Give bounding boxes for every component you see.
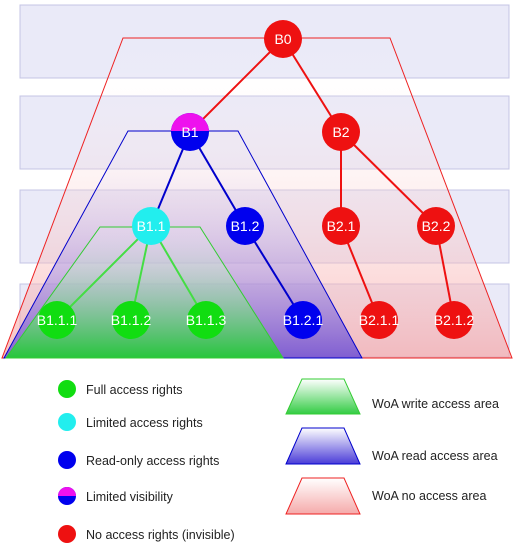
- legend-nodes: Full access rights Limited access rights…: [58, 380, 235, 543]
- node-label: B2.1: [327, 218, 356, 234]
- node-b2-1: B2.1: [322, 207, 360, 245]
- edge-b1-1-b1-1-1: [56, 225, 152, 321]
- node-label: B2.1.1: [359, 312, 400, 328]
- node-label: B1.1: [137, 218, 166, 234]
- node-b1: B1: [171, 113, 209, 151]
- woa-write-swatch: [285, 378, 361, 415]
- edge-b0-b1: [189, 38, 284, 133]
- node-b2: B2: [322, 113, 360, 151]
- node-b2-1-1: B2.1.1: [359, 301, 400, 339]
- legend-label: WoA write access area: [372, 397, 499, 411]
- legend-item-woa-write: WoA write access area: [285, 378, 499, 415]
- legend-label: WoA no access area: [372, 489, 486, 503]
- node-label: B1.1.1: [37, 312, 78, 328]
- limited-visibility-swatch-top: [58, 487, 76, 496]
- legend-item-no-access: No access rights (invisible): [58, 525, 235, 543]
- legend-item-read-only: Read-only access rights: [58, 451, 219, 469]
- legend-label: No access rights (invisible): [86, 528, 235, 542]
- node-label: B1: [181, 124, 198, 140]
- no-access-swatch: [58, 525, 76, 543]
- node-b0: B0: [264, 20, 302, 58]
- node-b1-1: B1.1: [132, 207, 170, 245]
- legend-areas: WoA write access area WoA read access ar…: [285, 378, 499, 515]
- legend-item-woa-read: WoA read access area: [285, 427, 498, 465]
- node-label: B1.2: [231, 218, 260, 234]
- node-b1-1-3: B1.1.3: [186, 301, 227, 339]
- node-label: B0: [274, 31, 291, 47]
- read-only-swatch: [58, 451, 76, 469]
- legend-label: Limited visibility: [86, 490, 174, 504]
- legend-label: Limited access rights: [86, 416, 203, 430]
- node-label: B1.1.2: [111, 312, 152, 328]
- node-b1-2-1: B1.2.1: [283, 301, 324, 339]
- node-b2-2: B2.2: [417, 207, 455, 245]
- node-b1-2: B1.2: [226, 207, 264, 245]
- legend-label: Read-only access rights: [86, 454, 219, 468]
- legend-item-full: Full access rights: [58, 380, 183, 398]
- full-access-swatch: [58, 380, 76, 398]
- woa-read-swatch: [285, 427, 361, 465]
- node-label: B1.2.1: [283, 312, 324, 328]
- node-label: B2.1.2: [434, 312, 475, 328]
- node-label: B1.1.3: [186, 312, 227, 328]
- legend-item-limited-visibility: Limited visibility: [58, 487, 174, 505]
- limited-access-swatch: [58, 413, 76, 431]
- woa-none-swatch: [285, 477, 361, 515]
- node-b2-1-2: B2.1.2: [434, 301, 475, 339]
- legend-item-woa-none: WoA no access area: [285, 477, 486, 515]
- legend-label: WoA read access area: [372, 449, 498, 463]
- node-b1-1-1: B1.1.1: [37, 301, 78, 339]
- legend-item-limited: Limited access rights: [58, 413, 203, 431]
- legend-label: Full access rights: [86, 383, 183, 397]
- node-label: B2.2: [422, 218, 451, 234]
- node-label: B2: [332, 124, 349, 140]
- node-b1-1-2: B1.1.2: [111, 301, 152, 339]
- edge-b2-b2-2: [340, 131, 437, 227]
